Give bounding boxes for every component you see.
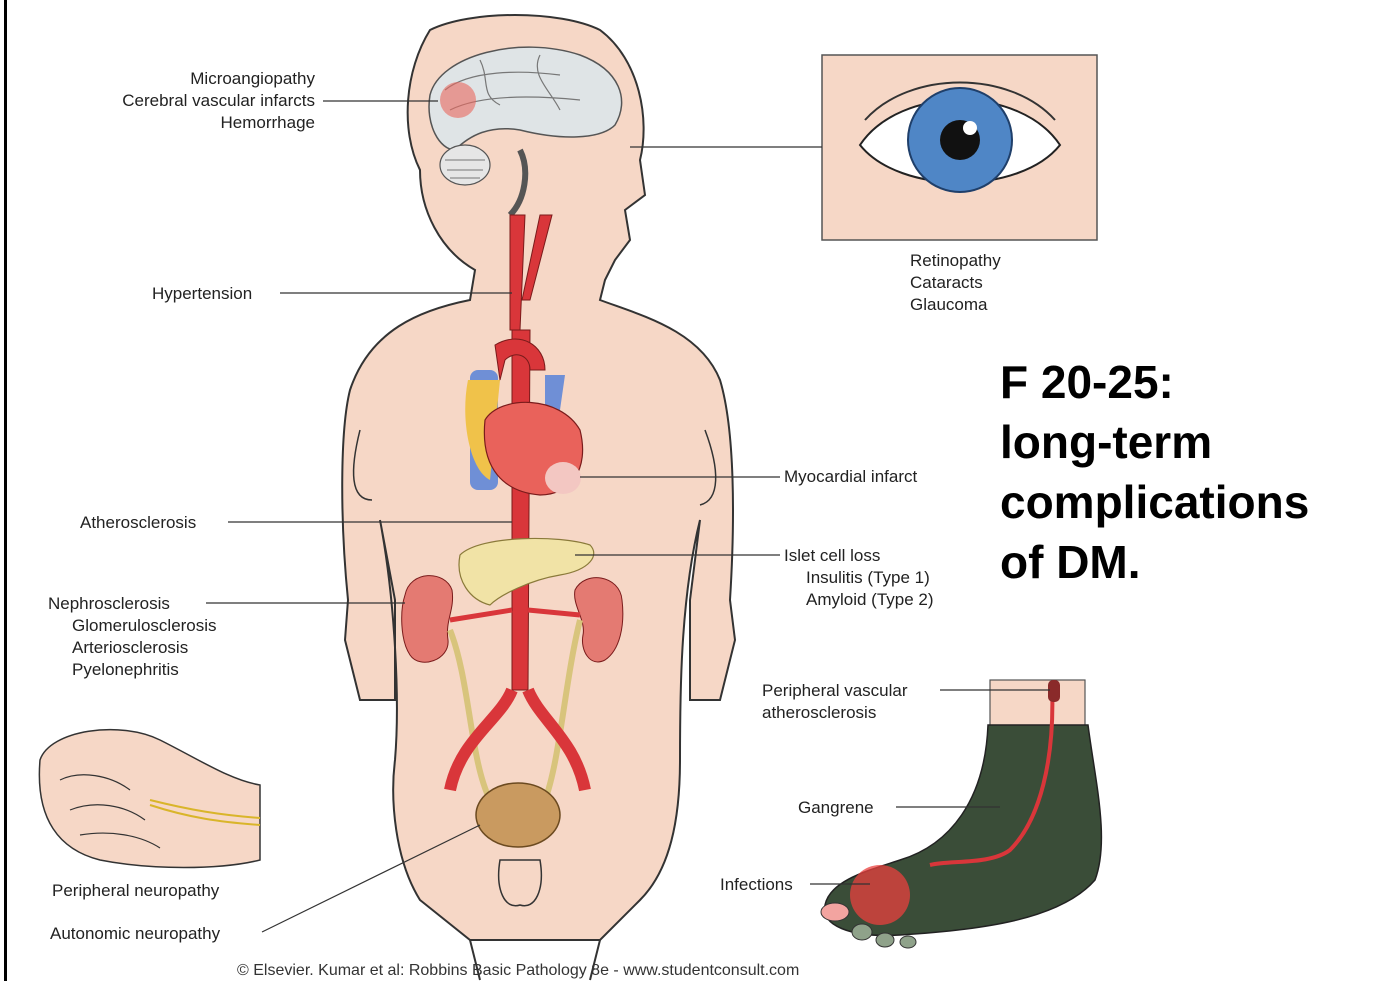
label-atherosclerosis: Atherosclerosis <box>80 512 196 534</box>
copyright-credit: © Elsevier. Kumar et al: Robbins Basic P… <box>237 962 799 980</box>
label-nephrosclerosis: Nephrosclerosis <box>48 593 170 615</box>
title-line-2: long-term <box>1000 412 1309 472</box>
left-kidney <box>402 576 453 663</box>
eye-inset <box>822 55 1097 240</box>
label-hemorrhage: Hemorrhage <box>60 112 315 134</box>
label-microangiopathy: Microangiopathy <box>60 68 315 90</box>
label-pyelonephritis: Pyelonephritis <box>72 659 179 681</box>
title-line-4: of DM. <box>1000 532 1309 592</box>
title-line-1: F 20-25: <box>1000 352 1309 412</box>
label-islet-cell-loss: Islet cell loss <box>784 545 880 567</box>
hand-inset <box>39 730 260 868</box>
label-cataracts: Cataracts <box>910 272 983 294</box>
label-glaucoma: Glaucoma <box>910 294 987 316</box>
label-peripheral-atherosclerosis: atherosclerosis <box>762 702 876 724</box>
label-peripheral-neuropathy: Peripheral neuropathy <box>52 880 219 902</box>
label-arteriosclerosis: Arteriosclerosis <box>72 637 188 659</box>
label-peripheral-vascular: Peripheral vascular <box>762 680 908 702</box>
label-infections: Infections <box>720 874 793 896</box>
label-myocardial-infarct: Myocardial infarct <box>784 466 917 488</box>
title-line-3: complications <box>1000 472 1309 532</box>
label-cerebral-infarcts: Cerebral vascular infarcts <box>60 90 315 112</box>
figure-title: F 20-25: long-term complications of DM. <box>1000 352 1309 592</box>
label-hypertension: Hypertension <box>152 283 252 305</box>
label-amyloid: Amyloid (Type 2) <box>806 589 934 611</box>
label-insulitis: Insulitis (Type 1) <box>806 567 930 589</box>
label-autonomic-neuropathy: Autonomic neuropathy <box>50 923 220 945</box>
label-glomerulosclerosis: Glomerulosclerosis <box>72 615 217 637</box>
bladder <box>476 783 560 847</box>
aorta <box>512 330 530 690</box>
label-retinopathy: Retinopathy <box>910 250 1001 272</box>
label-gangrene: Gangrene <box>798 797 874 819</box>
